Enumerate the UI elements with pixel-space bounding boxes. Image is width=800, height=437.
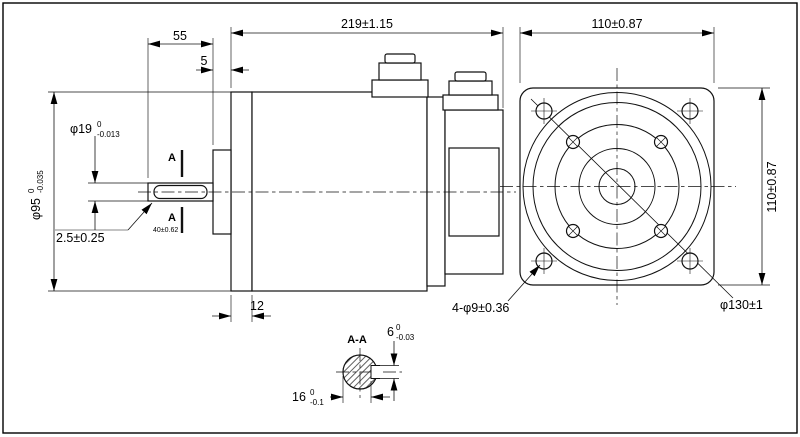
dim-key-length-label: 40±0.62 <box>153 227 178 234</box>
dim-key-width-label: 6 0 -0.03 <box>387 319 415 342</box>
section-marker-bottom: A <box>168 212 176 224</box>
encoder-connector <box>442 71 499 111</box>
dim-shaft-diameter-19: φ19 0 -0.013 <box>70 116 148 230</box>
dim-flange-width-110: 110±0.87 <box>519 17 715 83</box>
dim-key-width-6: 6 0 -0.03 <box>375 319 415 401</box>
dim-flat-label: 16 0 -0.1 <box>292 384 324 407</box>
dim-flange-width-label: 110±0.87 <box>591 17 642 31</box>
dim-pilot-depth-5: 5 <box>196 27 249 88</box>
dim-keyway-offset-label: 2.5±0.25 <box>56 231 105 245</box>
dim-bolt-circle: φ130±1 <box>720 298 763 312</box>
rear-bracket <box>426 96 446 287</box>
dim-body-diameter-95: φ95 0 -0.035 <box>23 91 231 292</box>
motor-body-finned <box>251 91 428 292</box>
mounting-flange <box>230 91 253 292</box>
cover-screw-bottom-left <box>565 223 581 239</box>
dim-bolt-circle-label: φ130±1 <box>720 298 763 312</box>
dim-pilot-depth-label: 5 <box>201 54 208 68</box>
section-view-a-a: A-A 6 0 -0.03 16 0 -0.1 <box>292 319 415 407</box>
dim-flange-thickness-label: 12 <box>250 299 264 313</box>
mounting-hole-top-left <box>531 98 557 124</box>
dim-shaft-diameter-label: φ19 0 -0.013 <box>70 116 120 139</box>
dim-total-length-219: 219±1.15 <box>231 17 504 108</box>
cover-screw-top-left <box>565 134 581 150</box>
dim-keyway-offset: 2.5±0.25 <box>55 202 153 245</box>
cover-screw-bottom-right <box>653 223 669 239</box>
diagonal-construction-line <box>530 98 734 299</box>
mounting-holes <box>531 98 703 274</box>
dim-flange-height-label: 110±0.87 <box>765 161 779 212</box>
section-cut-markers: A A 40±0.62 <box>153 150 184 234</box>
section-marker-top: A <box>168 152 176 164</box>
mounting-hole-bottom-right <box>677 248 703 274</box>
side-view <box>138 53 516 292</box>
dim-shaft-extension-55: 55 <box>147 29 214 178</box>
dim-flat-16: 16 0 -0.1 <box>292 376 390 407</box>
mounting-hole-top-right <box>677 98 703 124</box>
dim-flange-height-110: 110±0.87 <box>718 87 779 286</box>
dim-mounting-holes-label: 4-φ9±0.36 <box>452 301 509 315</box>
dim-flange-thickness-12: 12 <box>212 295 271 322</box>
power-connector <box>371 53 429 98</box>
dim-total-length-label: 219±1.15 <box>341 17 393 31</box>
dim-shaft-extension-label: 55 <box>173 29 187 43</box>
cover-screw-top-right <box>653 134 669 150</box>
front-view <box>500 68 736 305</box>
dim-mounting-holes: 4-φ9±0.36 <box>452 264 541 315</box>
keyway-notch-mask <box>371 365 380 379</box>
section-view-label: A-A <box>347 334 367 346</box>
cover-screws <box>565 134 669 239</box>
dim-body-diameter-label: φ95 0 -0.035 <box>23 170 45 220</box>
